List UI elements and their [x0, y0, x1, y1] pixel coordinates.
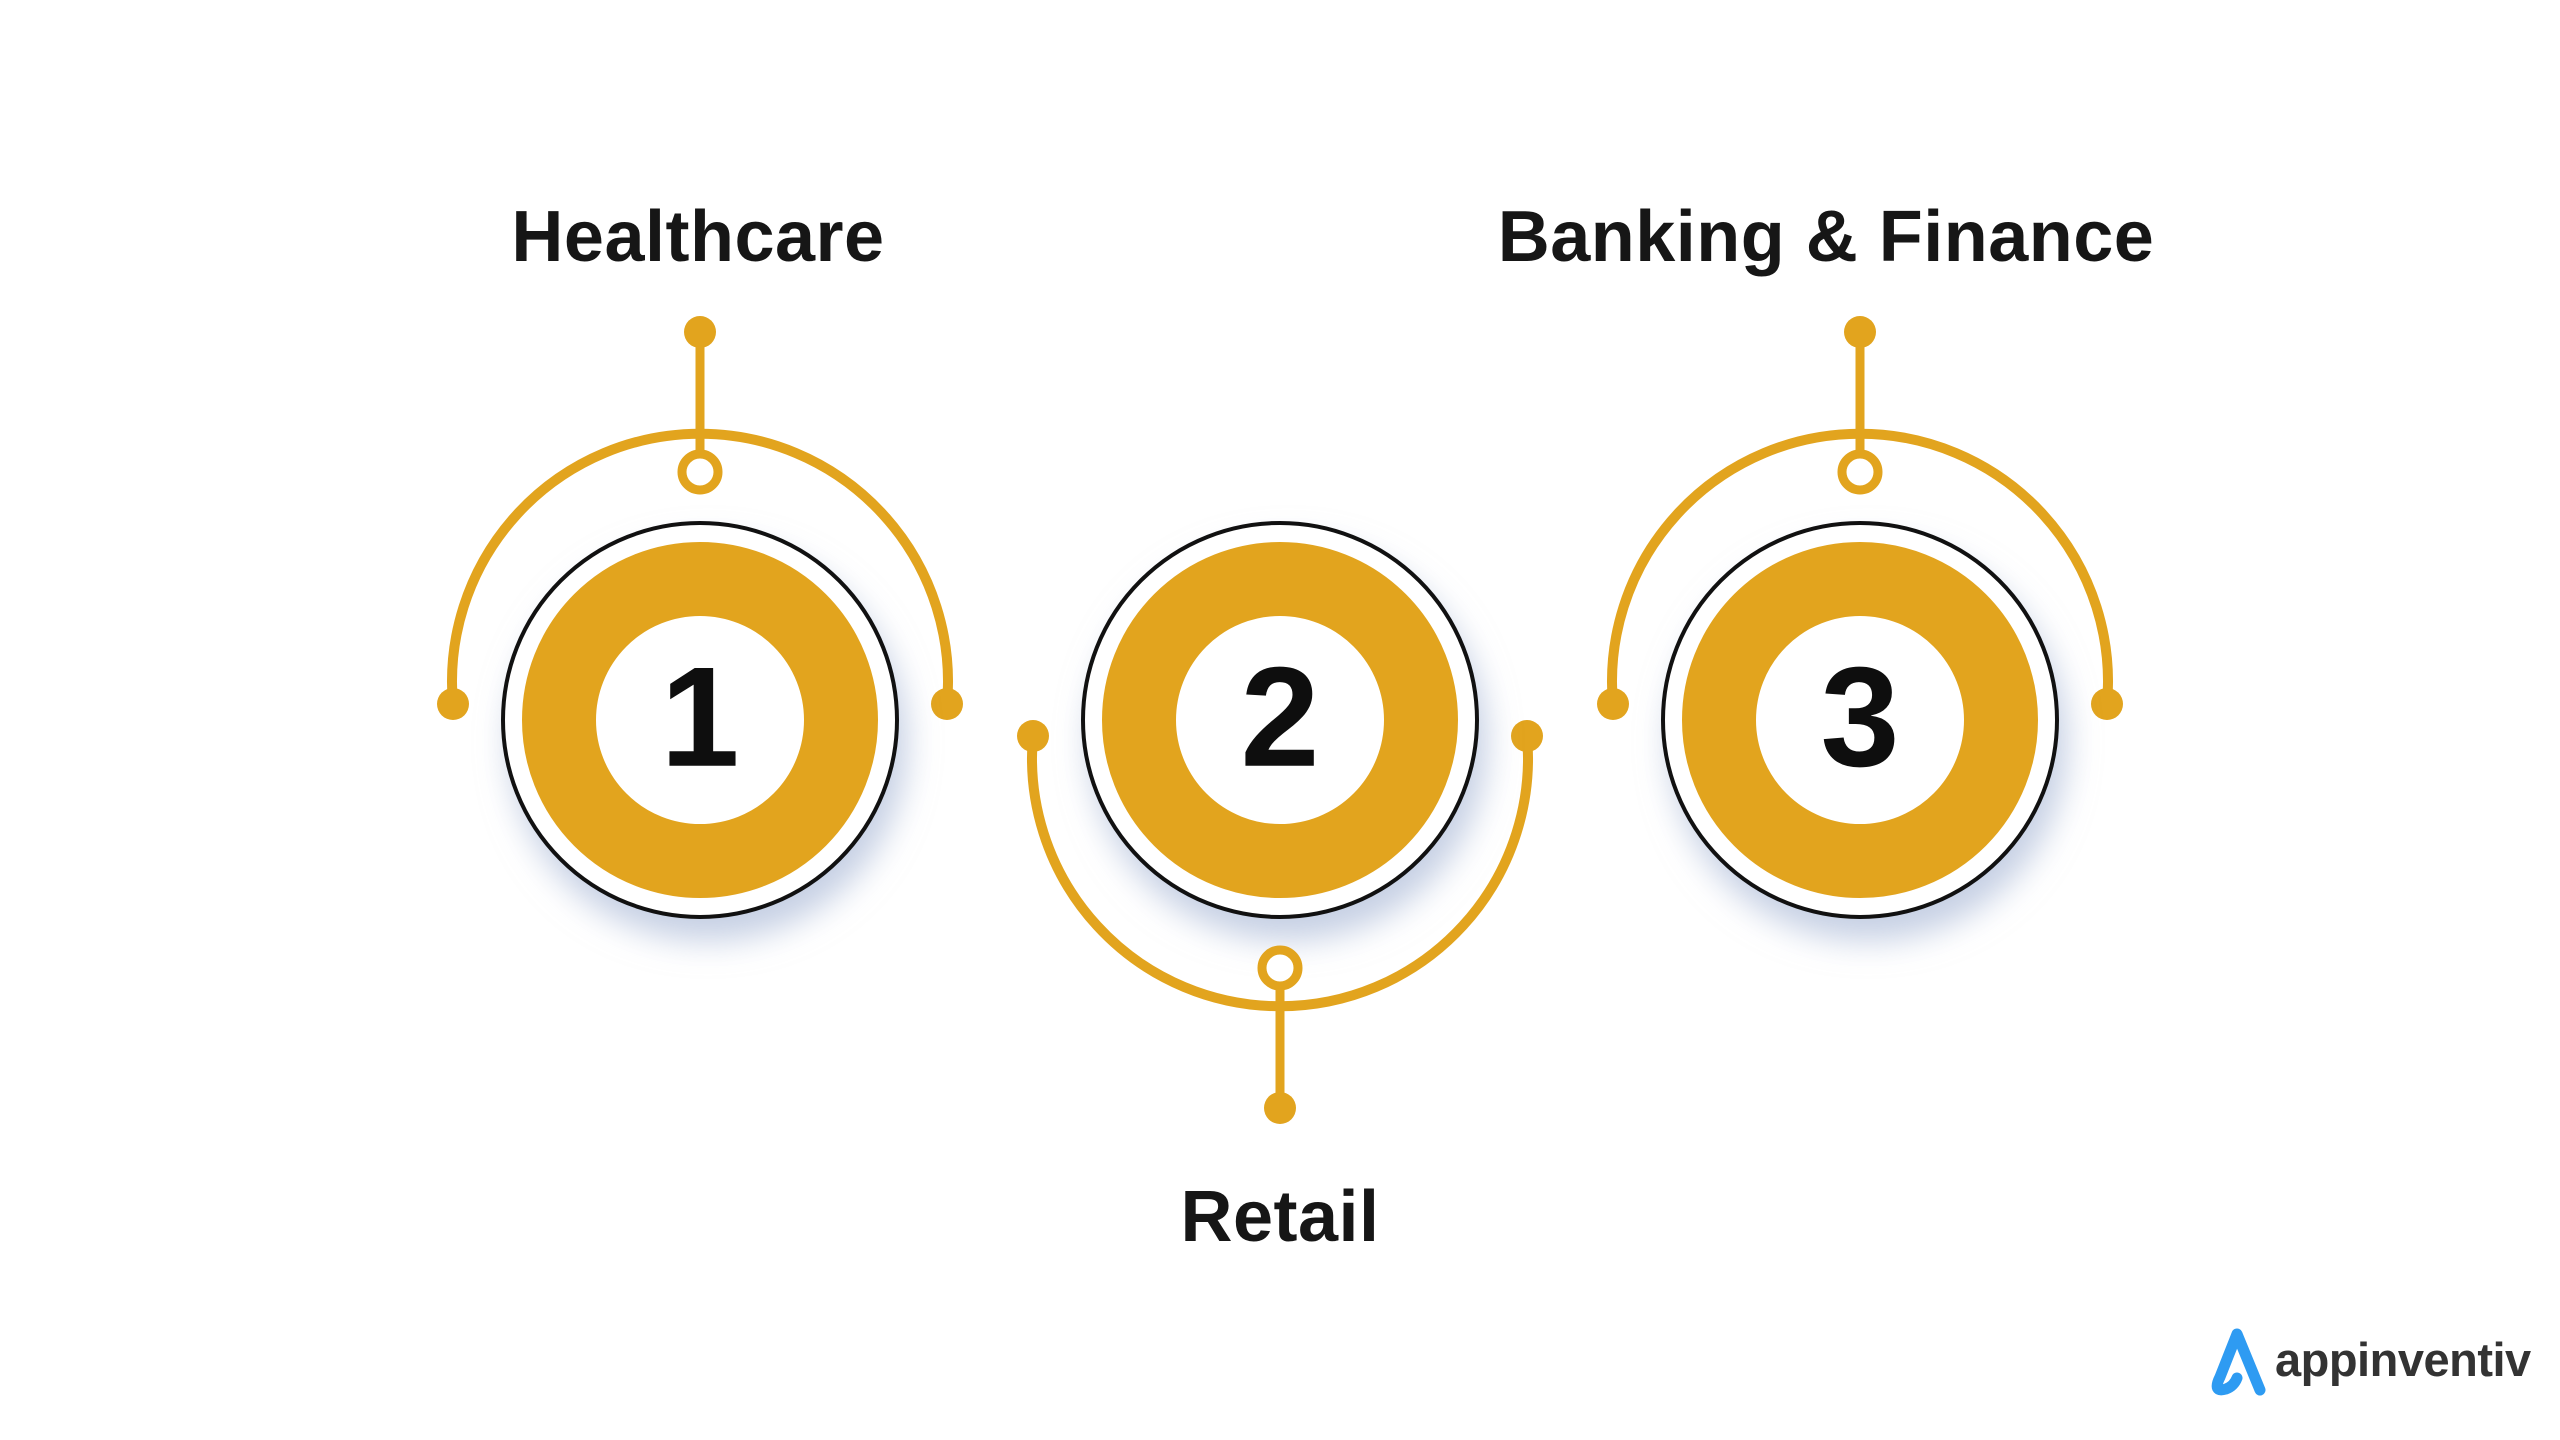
- step-2-arc-end-dot-right: [1511, 720, 1543, 752]
- step-2-graphic: [1017, 521, 1543, 1124]
- step-1-node-ring: [677, 449, 723, 495]
- step-2-connector-dot: [1264, 1092, 1296, 1124]
- label-retail: Retail: [1180, 1177, 1380, 1257]
- step-1-connector-dot: [684, 316, 716, 348]
- step-1-graphic: [437, 316, 963, 919]
- step-3-node-ring: [1837, 449, 1883, 495]
- step-3-graphic: [1597, 316, 2123, 919]
- step-3-arc-end-dot-right: [2091, 688, 2123, 720]
- step-2-node-ring: [1257, 945, 1303, 991]
- step-3-number: 3: [1820, 637, 1900, 797]
- step-3-gold-ring: [1682, 542, 2038, 898]
- appinventiv-logo-text: appinventiv: [2275, 1332, 2531, 1386]
- step-1-gold-ring: [522, 542, 878, 898]
- step-2-number: 2: [1240, 637, 1320, 797]
- appinventiv-logo: appinventiv: [2208, 1322, 2531, 1400]
- label-banking-finance: Banking & Finance: [1497, 197, 2155, 277]
- label-healthcare: Healthcare: [511, 197, 885, 277]
- appinventiv-a-icon: [2211, 1328, 2266, 1396]
- step-3-connector-dot: [1844, 316, 1876, 348]
- step-2-arc-end-dot-left: [1017, 720, 1049, 752]
- step-1-arc-end-dot-right: [931, 688, 963, 720]
- step-2-gold-ring: [1102, 542, 1458, 898]
- step-1-number: 1: [660, 637, 740, 797]
- step-3-arc-end-dot-left: [1597, 688, 1629, 720]
- step-1-arc-end-dot-left: [437, 688, 469, 720]
